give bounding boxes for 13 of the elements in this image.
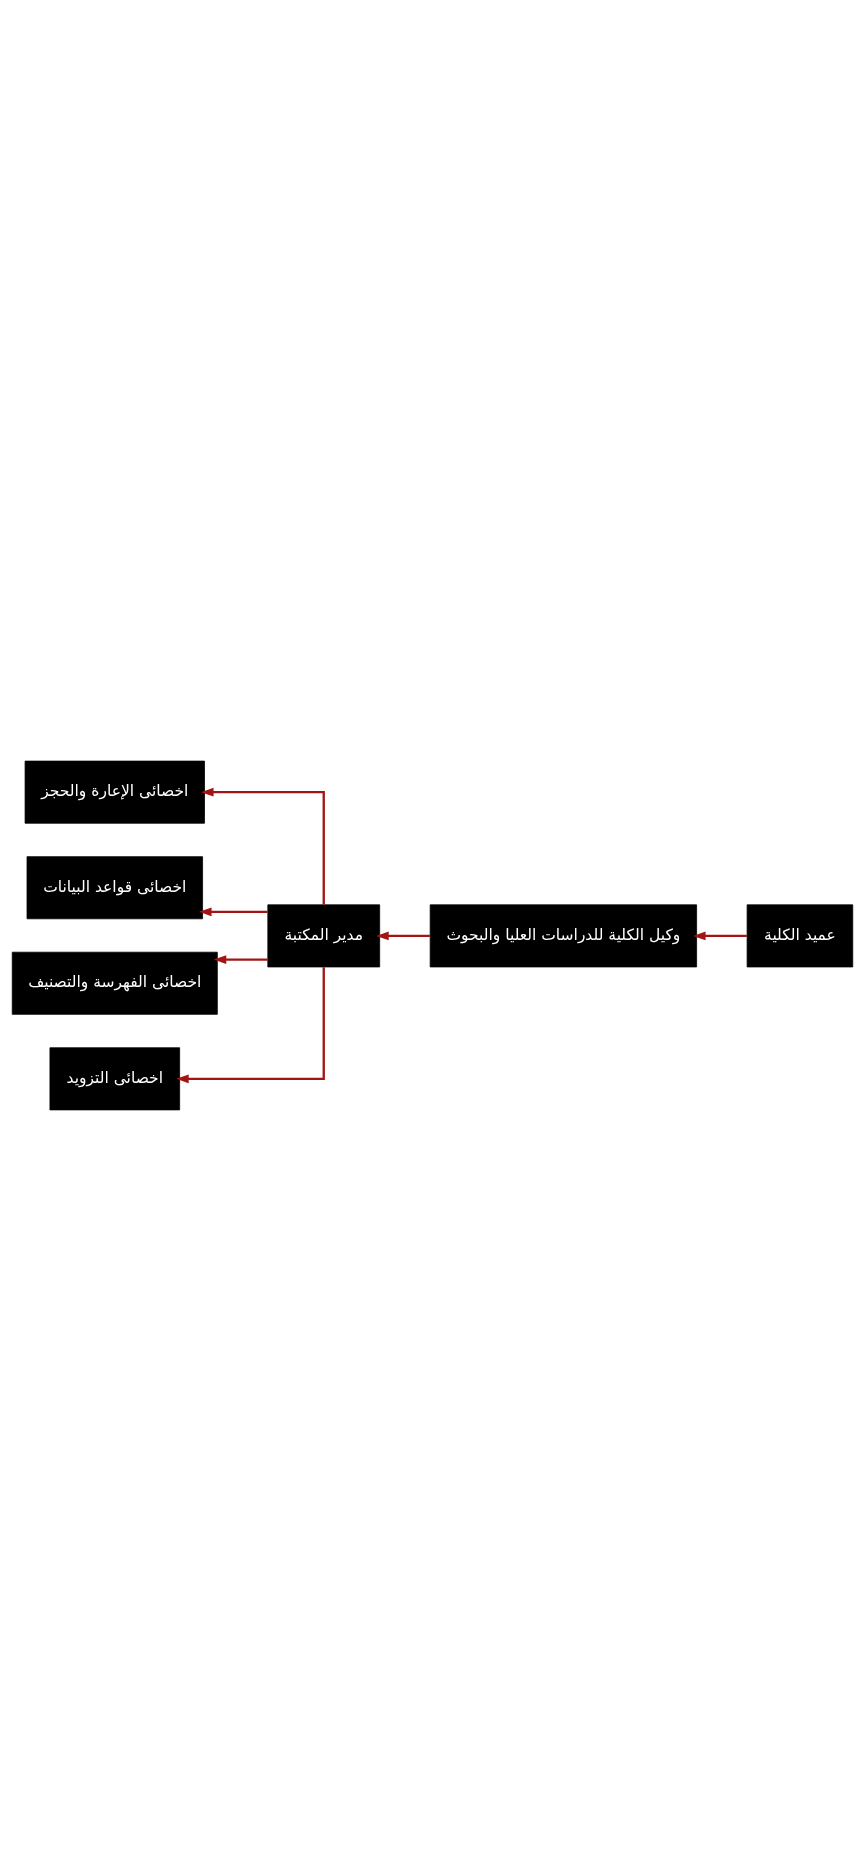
node-box: اخصائى الفهرسة والتصنيف xyxy=(11,951,218,1015)
arrow xyxy=(199,907,268,917)
node-box: اخصائى التزويد xyxy=(49,1047,181,1111)
arrow xyxy=(693,931,747,941)
node-box: عميد الكلية xyxy=(746,904,854,968)
arrow xyxy=(201,787,325,905)
arrow xyxy=(376,931,430,941)
arrow xyxy=(213,955,268,964)
arrow xyxy=(176,967,325,1084)
node-box: اخصائى قواعد البيانات xyxy=(26,856,203,920)
node-box: اخصائى الإعارة والحجز xyxy=(24,760,205,824)
node-box: وكيل الكلية للدراسات العليا والبحوث xyxy=(429,904,697,968)
node-box: مدير المكتبة xyxy=(267,904,381,968)
